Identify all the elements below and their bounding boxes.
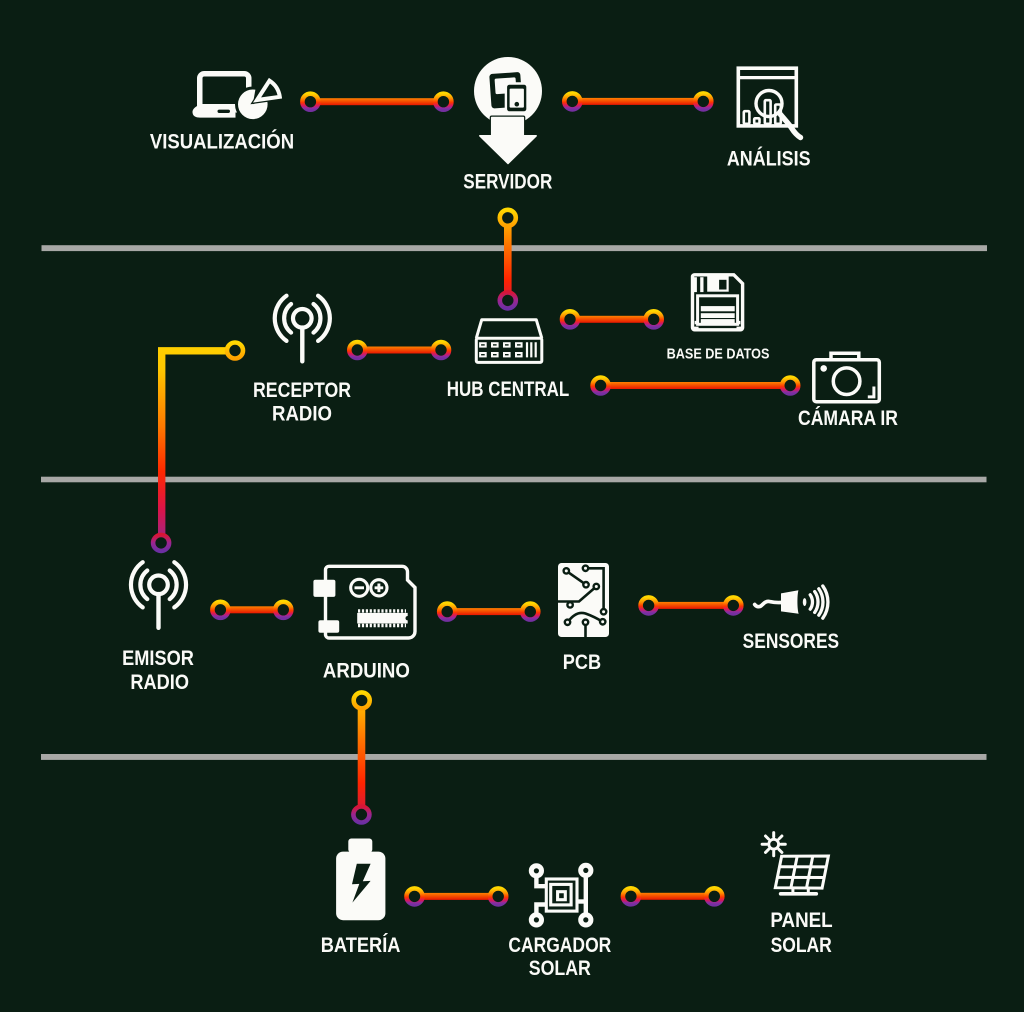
svg-text:CARGADOR: CARGADOR [508, 935, 611, 958]
svg-text:EMISOR: EMISOR [122, 647, 194, 670]
svg-text:ARDUINO: ARDUINO [323, 660, 410, 683]
svg-text:RADIO: RADIO [272, 403, 332, 426]
svg-text:BASE DE DATOS: BASE DE DATOS [667, 344, 770, 361]
svg-text:CÁMARA IR: CÁMARA IR [798, 406, 898, 431]
svg-text:SERVIDOR: SERVIDOR [463, 171, 552, 194]
svg-text:SOLAR: SOLAR [771, 934, 832, 957]
svg-text:VISUALIZACIÓN: VISUALIZACIÓN [150, 128, 294, 153]
svg-text:SOLAR: SOLAR [529, 956, 591, 980]
svg-text:HUB CENTRAL: HUB CENTRAL [447, 378, 570, 401]
svg-text:RADIO: RADIO [130, 671, 189, 694]
svg-text:SENSORES: SENSORES [743, 631, 840, 654]
svg-text:RECEPTOR: RECEPTOR [253, 379, 351, 403]
svg-text:PCB: PCB [563, 651, 601, 674]
svg-text:ANÁLISIS: ANÁLISIS [727, 146, 811, 171]
svg-text:PANEL: PANEL [770, 909, 832, 932]
svg-text:BATERÍA: BATERÍA [321, 933, 401, 957]
